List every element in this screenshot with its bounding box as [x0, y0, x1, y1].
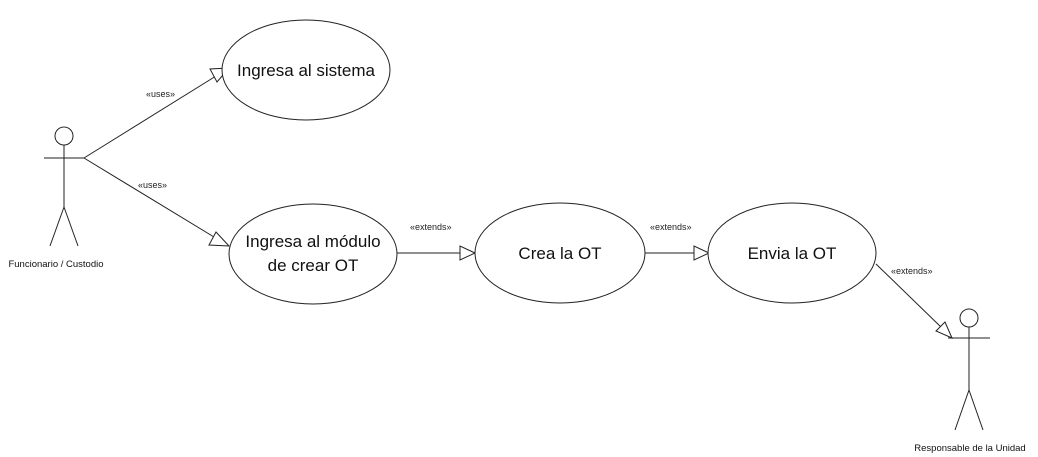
relation-uses-sistema: «uses»: [83, 67, 231, 159]
actor-funcionario-left-leg: [49, 206, 65, 247]
use-case-ingresa-sistema-ellipse: [221, 19, 391, 121]
actor-funcionario-label: Funcionario / Custodio: [8, 259, 103, 270]
use-case-ingresa-modulo-ellipse: [228, 203, 398, 305]
relation-uses-sistema-stereotype: «uses»: [146, 89, 175, 99]
relation-extends-envia-arrowhead: [693, 245, 711, 261]
actor-funcionario-head: [54, 126, 74, 146]
relation-extends-crea-stereotype: «extends»: [410, 222, 452, 232]
relation-extends-responsable-line: [875, 263, 944, 330]
use-case-ingresa-modulo-label-line1: Ingresa al módulo: [245, 232, 380, 251]
actor-responsable-head: [959, 308, 979, 328]
use-case-ingresa-modulo[interactable]: Ingresa al módulo de crear OT: [228, 203, 398, 305]
use-case-envia-ot[interactable]: Envia la OT: [707, 202, 877, 304]
relation-uses-modulo-line: [83, 157, 215, 238]
relation-extends-envia: «extends»: [645, 222, 711, 261]
use-case-ingresa-modulo-label-line2: de crear OT: [268, 256, 359, 275]
use-case-ingresa-sistema-label: Ingresa al sistema: [237, 61, 375, 80]
actor-funcionario-right-leg: [63, 206, 79, 247]
use-case-envia-ot-ellipse: [707, 202, 877, 304]
relation-extends-crea: «extends»: [397, 222, 477, 261]
relation-uses-modulo-arrowhead: [208, 231, 231, 247]
actor-funcionario: Funcionario / Custodio: [8, 126, 104, 270]
use-case-ingresa-sistema[interactable]: Ingresa al sistema: [221, 19, 391, 121]
relation-uses-modulo-stereotype: «uses»: [138, 180, 167, 190]
actor-responsable: Responsable de la Unidad: [914, 308, 1026, 454]
use-case-crea-ot[interactable]: Crea la OT: [474, 202, 646, 304]
relation-extends-envia-stereotype: «extends»: [650, 222, 692, 232]
use-case-crea-ot-label: Crea la OT: [518, 244, 601, 263]
relation-extends-crea-arrowhead: [459, 245, 477, 261]
relation-extends-responsable: «extends»: [875, 263, 953, 339]
use-case-envia-ot-label: Envia la OT: [748, 244, 837, 263]
relation-uses-modulo: «uses»: [83, 157, 231, 247]
actor-responsable-right-leg: [968, 389, 984, 431]
relation-extends-responsable-stereotype: «extends»: [891, 266, 933, 276]
use-case-crea-ot-ellipse: [474, 202, 646, 304]
relation-uses-sistema-line: [83, 75, 217, 159]
actor-responsable-label: Responsable de la Unidad: [914, 443, 1025, 454]
actor-responsable-left-leg: [954, 389, 970, 431]
relation-extends-responsable-arrowhead: [935, 321, 953, 339]
